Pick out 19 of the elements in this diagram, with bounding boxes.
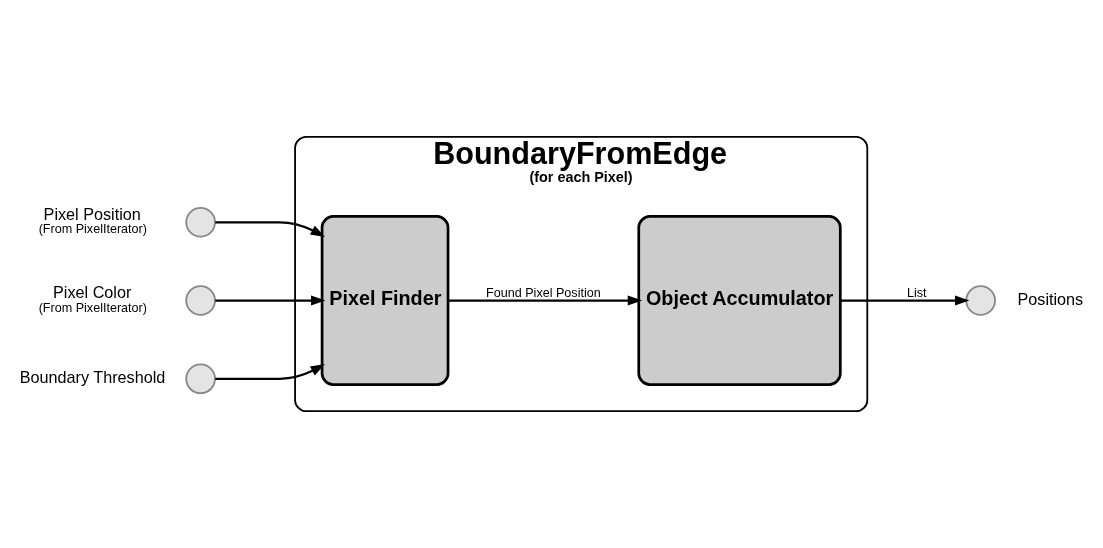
node-label: Boundary Threshold <box>19 367 166 386</box>
node-label: (From PixelIterator) <box>38 222 147 237</box>
node-label: (From PixelIterator) <box>38 300 147 315</box>
node-box: Pixel Finder <box>320 215 450 386</box>
arrow <box>215 221 325 237</box>
node-label: Pixel Position <box>43 204 141 223</box>
edge-label: Found Pixel Position <box>486 286 601 301</box>
arrow <box>840 295 970 306</box>
node-circle <box>185 206 216 238</box>
node-circle <box>185 285 216 316</box>
node-box: Object Accumulator <box>637 215 842 386</box>
arrow <box>448 295 643 306</box>
node-circle <box>965 285 996 316</box>
edge-label: List <box>906 286 927 301</box>
node-circle <box>185 363 216 395</box>
node-label: Pixel Color <box>53 283 132 302</box>
arrow <box>215 295 326 306</box>
node-label: Positions <box>1017 289 1084 308</box>
arrow <box>215 364 325 380</box>
